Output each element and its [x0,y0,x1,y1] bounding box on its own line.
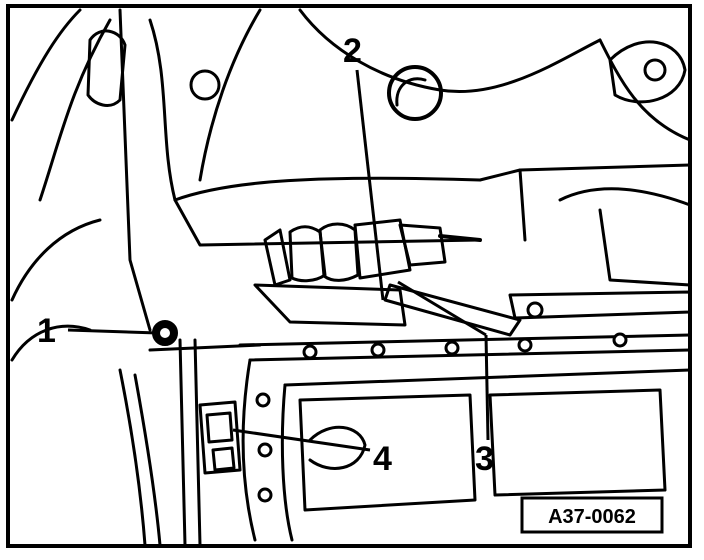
callout-label-2: 2 [343,32,362,70]
callout-label-3: 3 [475,440,494,478]
oil-filler-plug [387,65,443,121]
mounting-bolt-1 [152,320,178,346]
selector-cable-boot [263,218,482,287]
wiring-harness [118,338,262,547]
oil-pan-bolts [255,332,628,503]
callout-leader-lines [67,69,490,452]
reference-code: A37-0062 [548,506,636,528]
vehicle-body-structure [10,8,692,362]
oil-pan [238,333,692,542]
mount-bolt-top-left [86,29,221,107]
electrical-connector-4 [198,400,242,475]
bracket-top-right [608,40,687,104]
callout-label-1: 1 [37,312,56,350]
callout-label-4: 4 [373,440,392,478]
reference-code-box: A37-0062 [520,496,664,534]
selector-lever-bracket [253,283,692,337]
